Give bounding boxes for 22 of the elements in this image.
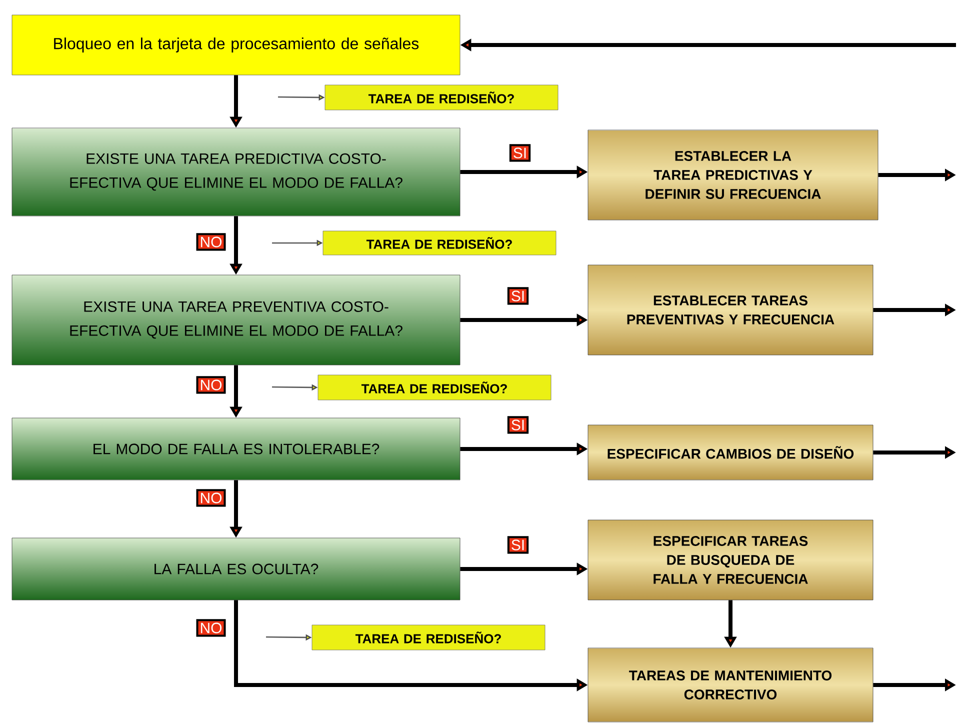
edge-label: NO (196, 619, 226, 637)
decision-box: EXISTE UNA TAREA PREVENTIVA COSTO-EFECTIVA QUE ELIMINE EL MODO DE FALLA? (12, 274, 460, 366)
decision-box: EL MODO DE FALLA ES INTOLERABLE? (12, 418, 460, 480)
process-box: Bloqueo en la tarjeta de procesamiento de señales (12, 14, 460, 76)
action-box: ESPECIFICAR TAREAS DE BUSQUEDA DE FALLA Y FRECUENCIA (588, 520, 874, 600)
edge-label: SI (507, 416, 529, 434)
edge-label: NO (196, 489, 226, 507)
action-box: TAREAS DE MANTENIMIENTO CORRECTIVO (588, 648, 874, 722)
decision-box: EXISTE UNA TAREA PREDICTIVA COSTO-EFECTIVA QUE ELIMINE EL MODO DE FALLA? (12, 128, 460, 216)
decision-box: LA FALLA ES OCULTA? (12, 538, 460, 600)
edge-label: SI (507, 287, 529, 305)
note-box: TAREA DE REDISEÑO? (324, 84, 558, 110)
action-box: ESPECIFICAR CAMBIOS DE DISEÑO (588, 424, 874, 480)
edge-label: SI (509, 144, 531, 162)
note-box: TAREA DE REDISEÑO? (318, 374, 552, 400)
action-box: ESTABLECER TAREAS PREVENTIVAS Y FRECUENCIA (588, 264, 874, 356)
action-box: ESTABLECER LA TAREA PREDICTIVAS Y DEFINIR SU FRECUENCIA (588, 130, 878, 220)
note-box: TAREA DE REDISEÑO? (322, 230, 556, 256)
edge-label: NO (196, 376, 226, 394)
note-box: TAREA DE REDISEÑO? (312, 624, 546, 650)
edge-label: NO (196, 233, 226, 251)
edge-label: SI (507, 536, 529, 554)
